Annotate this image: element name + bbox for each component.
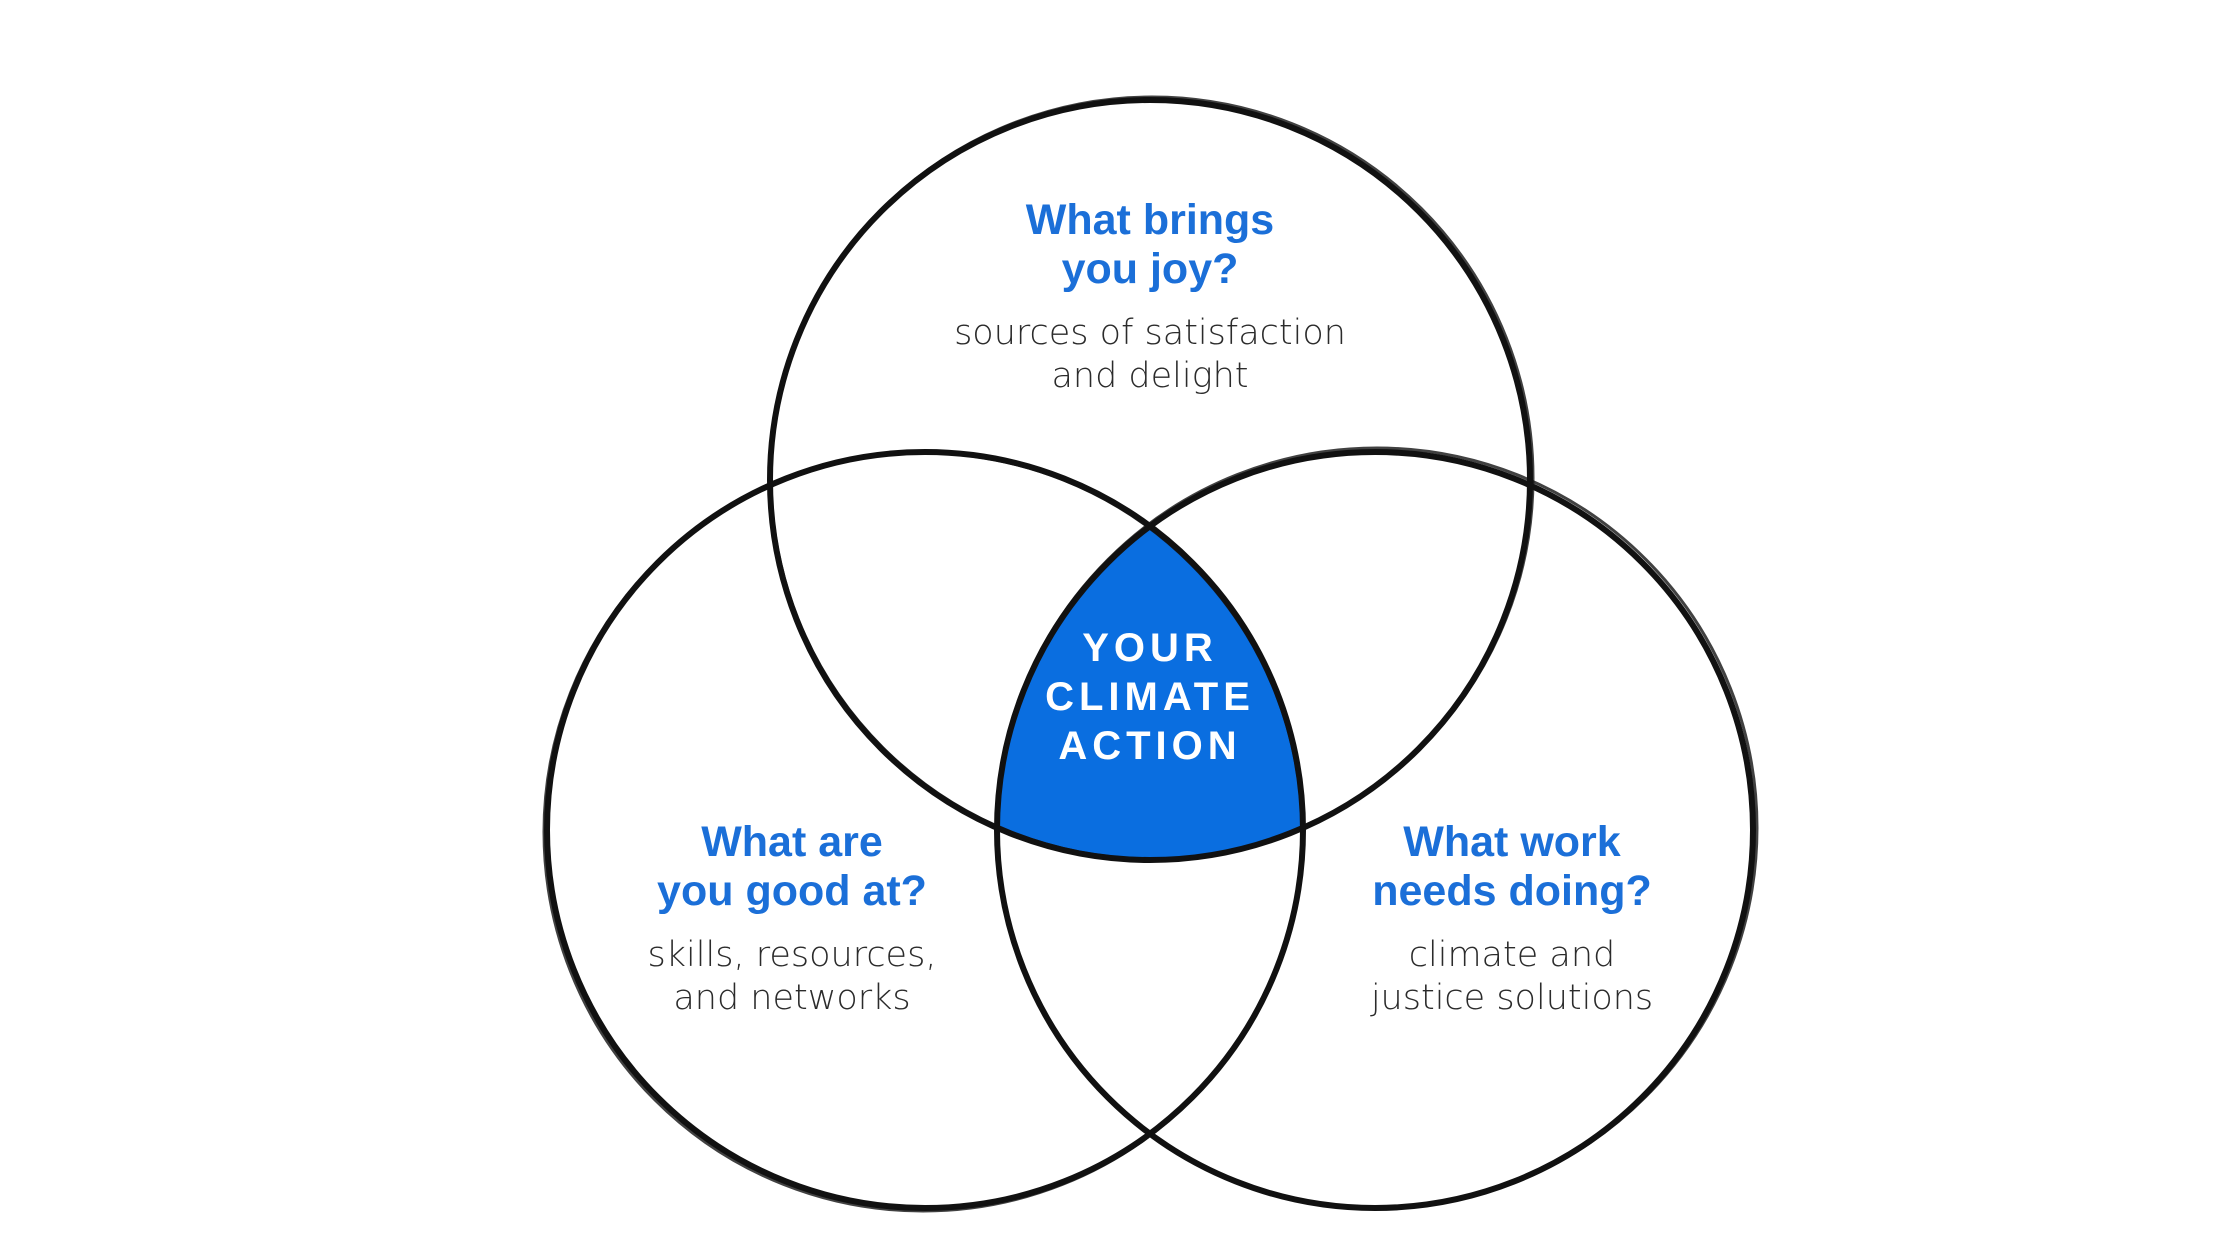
top-heading-line-2: you joy? (1061, 245, 1239, 293)
center-line-1: YOUR (1082, 626, 1218, 670)
top-description-line-1: sources of satisfaction (954, 313, 1346, 353)
left-circle-heading: What are you good at? (648, 818, 937, 916)
center-label: YOUR CLIMATE ACTION (1045, 624, 1255, 771)
right-heading-line-2: needs doing? (1372, 867, 1652, 915)
left-description-line-1: skills, resources, (647, 935, 937, 975)
left-heading-line-1: What are (701, 818, 883, 866)
circle-right-sketch (995, 446, 1759, 1210)
top-heading-line-1: What brings (1025, 196, 1275, 244)
center-line-2: CLIMATE (1045, 675, 1255, 719)
left-circle-description: skills, resources, and networks (648, 934, 937, 1020)
left-heading-line-2: you good at? (657, 867, 927, 915)
top-description-line-2: and delight (1051, 356, 1249, 396)
circle-top-sketch (769, 95, 1535, 861)
left-description-line-2: and networks (673, 978, 911, 1018)
center-intersection (997, 452, 1303, 860)
right-circle-description: climate and justice solutions (1371, 934, 1653, 1020)
circle-left-sketch (542, 451, 1304, 1213)
top-circle-label: What brings you joy? sources of satisfac… (954, 196, 1346, 398)
top-circle-description: sources of satisfaction and delight (954, 312, 1346, 398)
right-circle-label: What work needs doing? climate and justi… (1371, 818, 1653, 1020)
right-description-line-2: justice solutions (1370, 978, 1654, 1018)
top-circle-heading: What brings you joy? (954, 196, 1346, 294)
center-line-3: ACTION (1058, 724, 1242, 768)
right-circle-heading: What work needs doing? (1371, 818, 1653, 916)
right-heading-line-1: What work (1403, 818, 1621, 866)
left-circle-label: What are you good at? skills, resources,… (648, 818, 937, 1020)
right-description-line-1: climate and (1408, 935, 1616, 975)
